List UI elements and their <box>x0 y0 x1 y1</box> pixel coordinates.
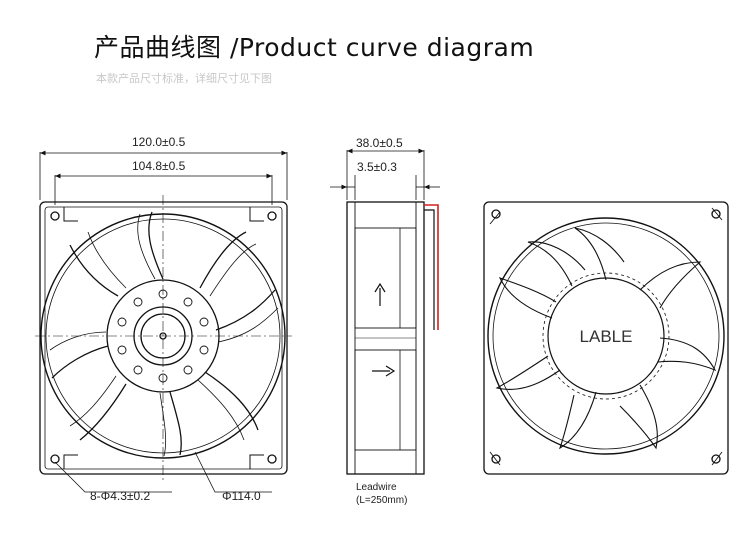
hole-diameter-dimension: 8-Φ4.3±0.2 <box>90 489 151 503</box>
arrow-up-icon <box>374 282 386 306</box>
leadwire-label: Leadwire <box>356 482 397 493</box>
flange-dimension: 3.5±0.3 <box>357 160 397 174</box>
back-view <box>483 201 729 475</box>
hub-label: LABLE <box>580 327 633 346</box>
depth-dimension: 38.0±0.5 <box>356 136 403 150</box>
front-view <box>35 150 292 493</box>
width-dimension: 120.0±0.5 <box>132 135 186 149</box>
side-view <box>330 148 440 475</box>
hole-pitch-dimension: 104.8±0.5 <box>132 159 186 173</box>
leadwire-length: (L=250mm) <box>356 495 407 506</box>
page-title: 产品曲线图 /Product curve diagram <box>94 33 535 62</box>
arrow-right-icon <box>372 365 396 377</box>
fan-diameter-dimension: Φ114.0 <box>222 489 261 503</box>
page-subtitle: 本款产品尺寸标准，详细尺寸见下图 <box>96 72 272 85</box>
